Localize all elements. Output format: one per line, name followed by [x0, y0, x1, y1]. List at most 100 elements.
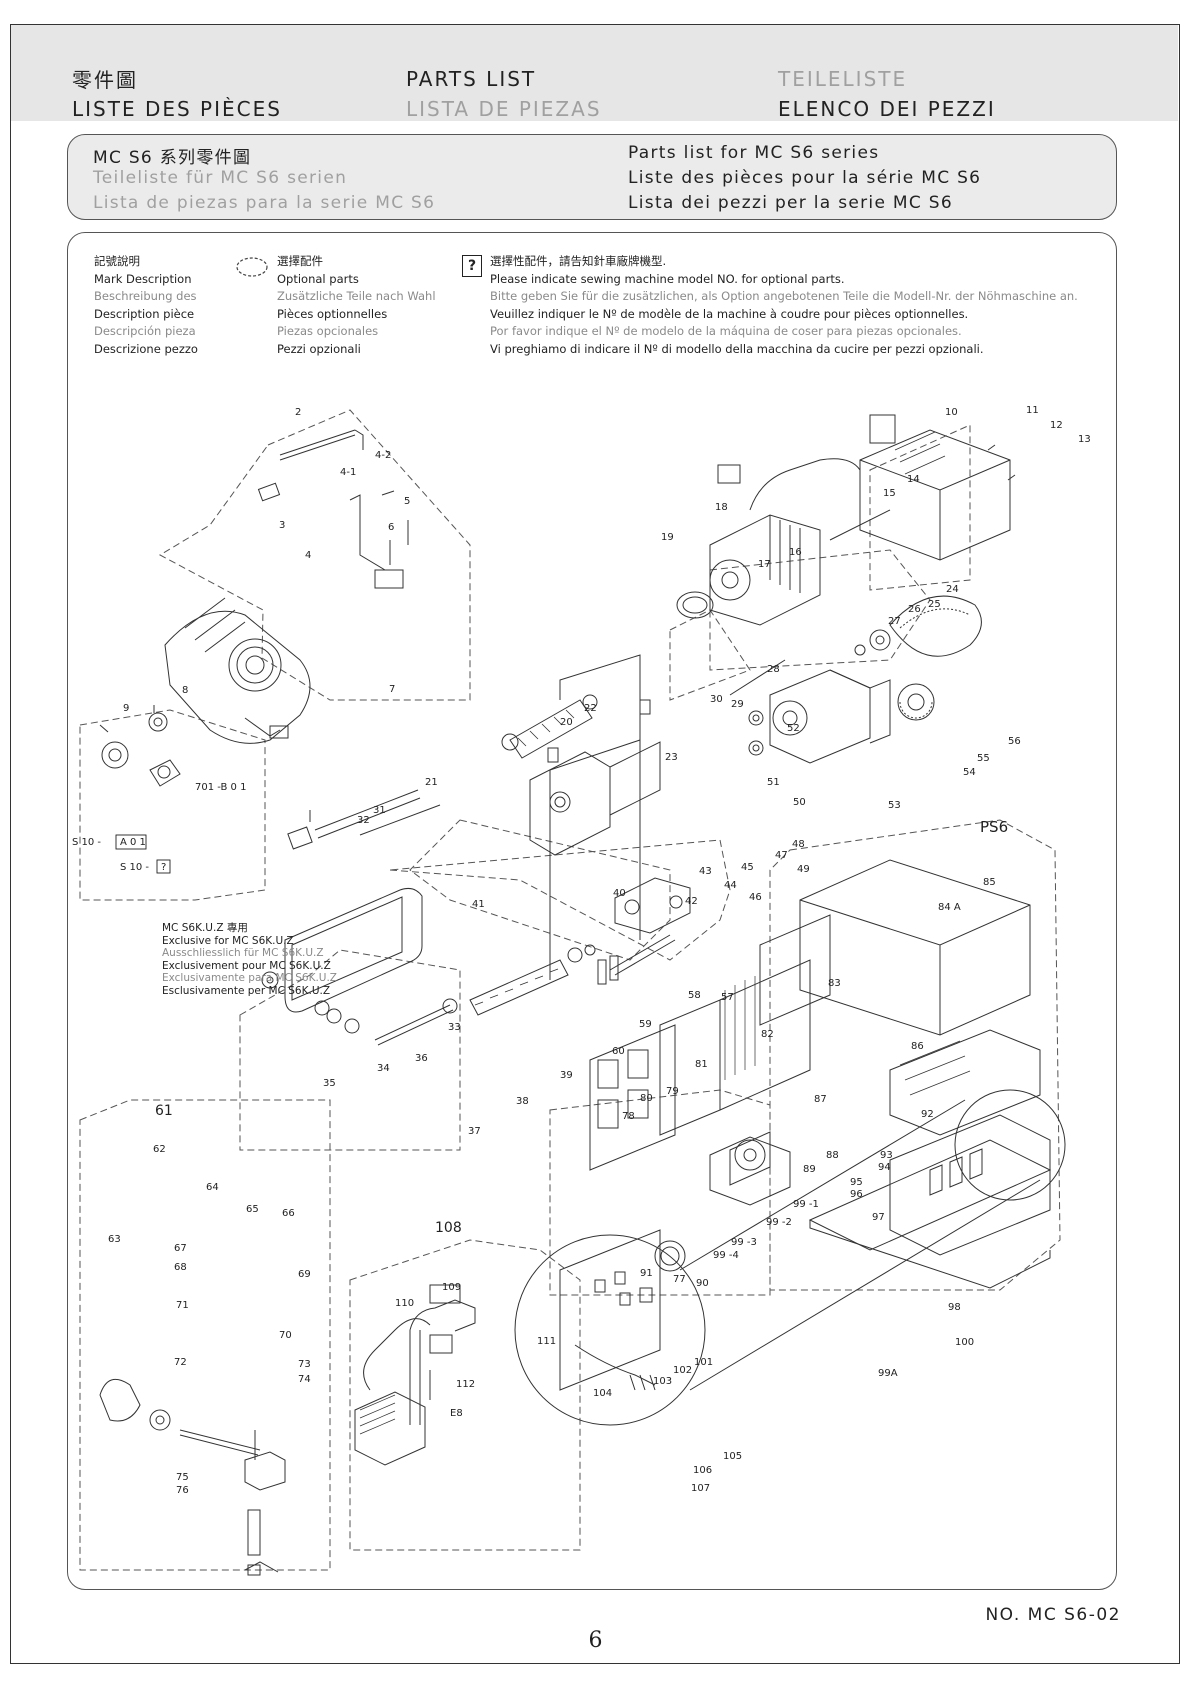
callout: 85 [983, 877, 996, 888]
parts-drawing [99, 414, 1066, 1576]
subheader-zh: MC S6 系列零件圖 [93, 148, 252, 168]
page-number: 6 [588, 1628, 603, 1653]
legend-line: 記號說明 [94, 254, 140, 268]
callout: 52 [787, 723, 800, 734]
title-en: PARTS LIST [406, 67, 537, 91]
callout: 64 [206, 1182, 219, 1193]
callout: 99 -1 [793, 1199, 819, 1210]
callout: 99 -4 [713, 1250, 739, 1261]
callout: 94 [878, 1162, 891, 1173]
question-mark-icon: ? [462, 255, 482, 277]
callout: 39 [560, 1070, 573, 1081]
subheader-es: Lista de piezas para la serie MC S6 [93, 193, 436, 213]
callout: 88 [826, 1150, 839, 1161]
callout: 66 [282, 1208, 295, 1219]
legend-line: Pezzi opzionali [277, 341, 361, 356]
callout: 46 [749, 892, 762, 903]
callout: 15 [883, 488, 896, 499]
callout-group-ps6: PS6 [980, 818, 1008, 836]
legend-mark-description: 記號說明 Mark Description Beschreibung des D… [94, 253, 198, 358]
header-band [11, 25, 1178, 121]
callout: 95 [850, 1177, 863, 1188]
legend-line: Vi preghiamo di indicare il Nº di modell… [490, 341, 984, 356]
optional-dashed-mark-icon [236, 257, 268, 277]
callout: 79 [666, 1086, 679, 1097]
callout: 96 [850, 1189, 863, 1200]
exclusive-line: MC S6K.U.Z 專用 [162, 922, 248, 934]
exclusive-line: Exclusivamente para MC S6K.U.Z [162, 972, 338, 984]
callout: 8 [182, 685, 188, 696]
callout: 51 [767, 777, 780, 788]
callout: 91 [640, 1268, 653, 1279]
callout: 29 [731, 699, 744, 710]
exclusive-line: Exclusivement pour MC S6K.U.Z [162, 959, 331, 972]
callout: 99 -3 [731, 1237, 757, 1248]
callout: 73 [298, 1359, 311, 1370]
exclusive-line: Exclusive for MC S6K.U.Z [162, 934, 294, 947]
callout: S 10 - [120, 862, 149, 873]
callout: 62 [153, 1144, 166, 1155]
callout: 28 [767, 664, 780, 675]
callout: E8 [450, 1408, 463, 1419]
legend-line: 選擇配件 [277, 254, 323, 268]
title-zh: 零件圖 [72, 68, 138, 92]
exclusive-line: Ausschliesslich für MC S6K.U.Z [162, 947, 324, 959]
legend-line: Bitte geben Sie für die zusätzlichen, al… [490, 289, 1078, 303]
callout: 44 [724, 880, 737, 891]
legend-line: Description pièce [94, 306, 195, 321]
callout: 5 [404, 496, 410, 507]
callout: 74 [298, 1374, 311, 1385]
title-es: LISTA DE PIEZAS [406, 97, 602, 121]
callout: 76 [176, 1485, 189, 1496]
legend-line: Piezas opcionales [277, 324, 379, 338]
callout: 30 [710, 694, 723, 705]
callout: 105 [723, 1451, 742, 1462]
callout: 82 [761, 1029, 774, 1040]
callout: 93 [880, 1150, 893, 1161]
callout: 31 [373, 805, 386, 816]
callout: 110 [395, 1298, 414, 1309]
exclusive-note: MC S6K.U.Z 專用 Exclusive for MC S6K.U.Z A… [162, 922, 337, 997]
callout-group-108: 108 [435, 1220, 462, 1236]
legend-line: Por favor indique el Nº de modelo de la … [490, 324, 962, 338]
dashed-group-outlines [79, 409, 1061, 1571]
callout-group-61: 61 [155, 1103, 173, 1119]
callout: 70 [279, 1330, 292, 1341]
callout: 20 [560, 717, 573, 728]
callout: 701 -B 0 1 [195, 782, 246, 793]
callout: 16 [789, 547, 802, 558]
legend-line: Mark Description [94, 271, 192, 286]
callout: 22 [584, 703, 597, 714]
callout: 60 [612, 1046, 625, 1057]
subheader-it: Lista dei pezzi per la serie MC S6 [628, 193, 953, 213]
callout: 3 [279, 520, 285, 531]
callout: 37 [468, 1126, 481, 1137]
callout: 99 -2 [766, 1217, 792, 1228]
callout: 19 [661, 532, 674, 543]
callout: 72 [174, 1357, 187, 1368]
exclusive-line: Esclusivamente per MC S6K.U.Z [162, 984, 331, 997]
callout: 55 [977, 753, 990, 764]
legend-line: Descrizione pezzo [94, 341, 198, 356]
title-fr: LISTE DES PIÈCES [72, 97, 282, 121]
callout: 100 [955, 1337, 974, 1348]
series-subheader [67, 134, 1117, 220]
callout: 36 [415, 1053, 428, 1064]
callout: 92 [921, 1109, 934, 1120]
callout: 68 [174, 1262, 187, 1273]
callout: 14 [907, 474, 920, 485]
subheader-fr: Liste des pièces pour la série MC S6 [628, 168, 982, 188]
callout: 6 [388, 522, 394, 533]
legend-line: Beschreibung des [94, 289, 197, 303]
legend-line: Please indicate sewing machine model NO.… [490, 271, 845, 286]
callout: 63 [108, 1234, 121, 1245]
callout: 69 [298, 1269, 311, 1280]
callout: 56 [1008, 736, 1021, 747]
callout: 32 [357, 815, 370, 826]
callout: 87 [814, 1094, 827, 1105]
callout: 65 [246, 1204, 259, 1215]
callout: 84 A [938, 902, 961, 913]
callout: 26 [908, 604, 921, 615]
legend-line: Pièces optionnelles [277, 306, 388, 321]
callout: 9 [123, 703, 129, 714]
